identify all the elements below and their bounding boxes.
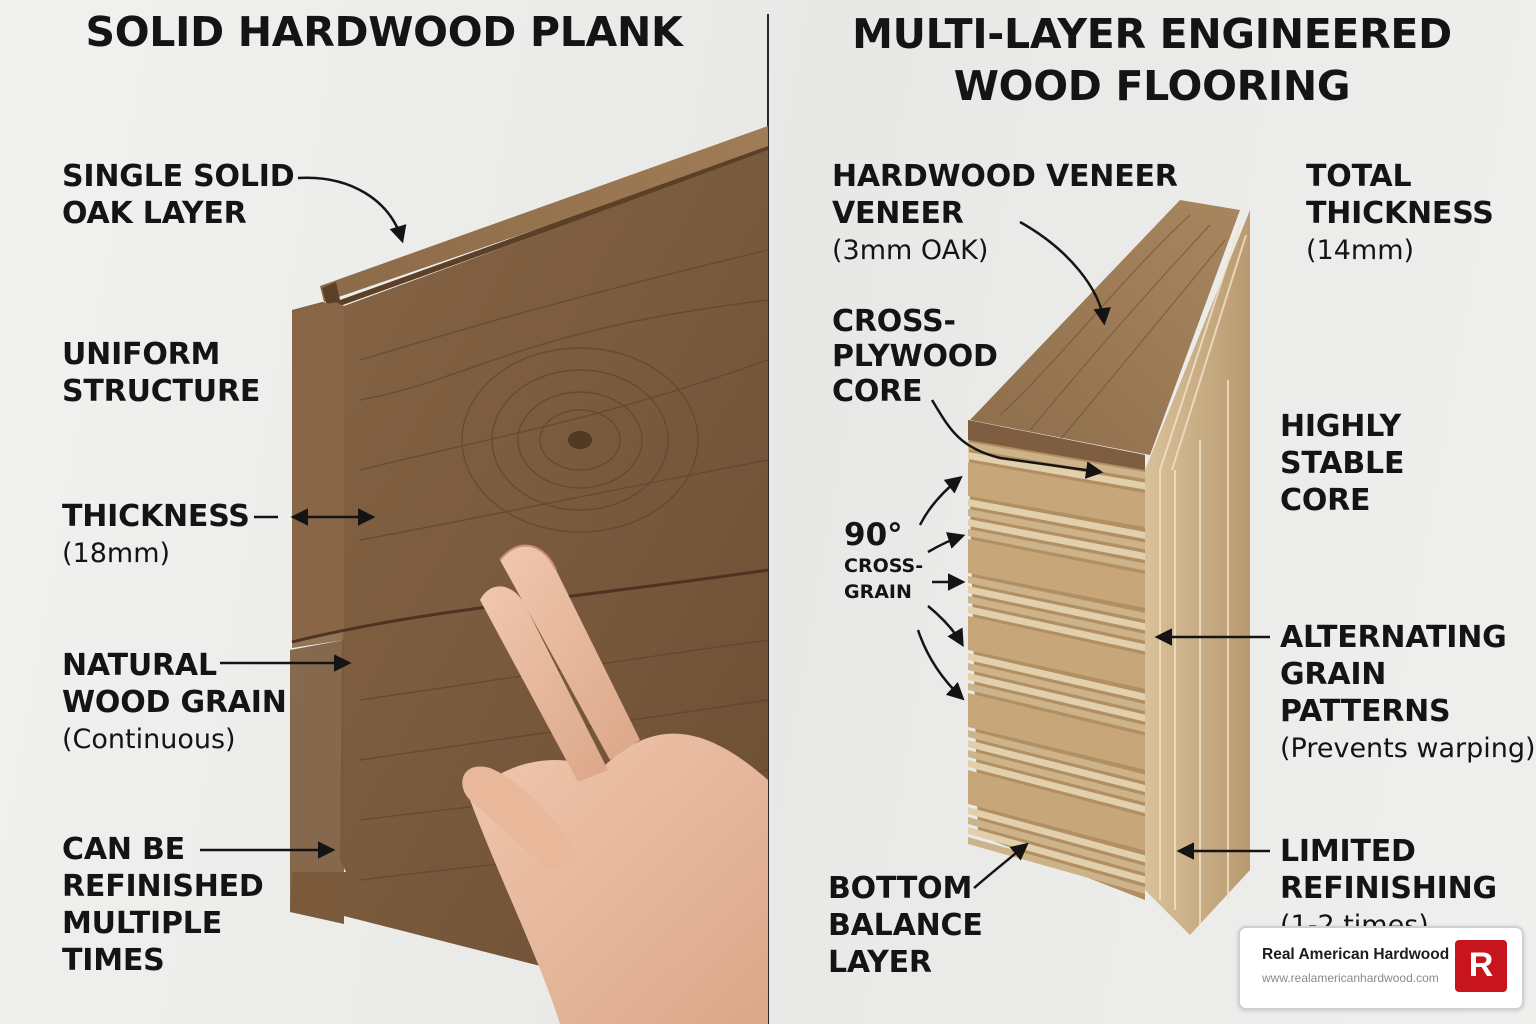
label-stable-core: HIGHLY STABLE CORE — [1280, 409, 1405, 518]
ply-layer — [968, 452, 1145, 490]
ply-layer — [968, 529, 1145, 571]
hand — [462, 544, 768, 1024]
arrow-core — [930, 399, 1104, 479]
label-bottom-balance: BOTTOM BALANCE LAYER — [828, 871, 983, 980]
label-uniform-structure: UNIFORM STRUCTURE — [62, 337, 261, 409]
right-arrows — [916, 220, 1270, 889]
plank-end — [292, 302, 344, 648]
block-side — [1145, 210, 1250, 935]
label-alternating: ALTERNATING GRAIN PATTERNS (Prevents war… — [1280, 620, 1536, 764]
ply-layer — [968, 462, 1145, 528]
arrow-veneer — [1019, 220, 1111, 326]
engineered-block — [968, 200, 1250, 935]
left-title: SOLID HARDWOOD PLANK — [85, 8, 683, 56]
ply-layer — [968, 663, 1145, 712]
ply-layer — [968, 740, 1145, 792]
ply-layer — [968, 539, 1145, 608]
finger-index — [500, 545, 640, 760]
ply-layer — [968, 683, 1145, 733]
label-total-thickness: TOTAL THICKNESS (14mm) — [1306, 159, 1494, 266]
plank-groove — [322, 146, 768, 310]
arrow-cross-5 — [916, 629, 965, 701]
ply-layer — [968, 616, 1145, 689]
ply-layer — [968, 807, 1145, 863]
ply-layer — [968, 770, 1145, 851]
brand-logo-icon: R — [1455, 940, 1507, 992]
arrow-cross-1 — [918, 475, 963, 526]
brand-badge[interactable]: Real American Hardwood www.realamericanh… — [1238, 926, 1524, 1010]
ply-layer — [968, 606, 1145, 652]
ply-layer — [968, 596, 1145, 641]
label-veneer: HARDWOOD VENEER VENEER (3mm OAK) — [832, 159, 1178, 266]
label-thickness: THICKNESS (18mm) — [62, 499, 250, 569]
label-cross-plywood-core: CROSS- PLYWOOD CORE — [832, 304, 998, 409]
arrow-bottom — [973, 842, 1029, 889]
ply-layer — [968, 750, 1145, 803]
hand-palm — [470, 733, 768, 1024]
brand-url[interactable]: www.realamericanhardwood.com — [1262, 971, 1439, 985]
ply-layer — [968, 693, 1145, 770]
ply-layer — [968, 586, 1145, 631]
left-arrows — [200, 176, 407, 859]
ply-layer — [968, 653, 1145, 701]
finger-middle — [480, 586, 608, 782]
ply-layer — [968, 827, 1145, 884]
label-single-solid: SINGLE SOLID OAK LAYER — [62, 159, 295, 231]
ply-layer — [968, 499, 1145, 539]
ply-layer — [968, 509, 1145, 550]
plank-end-lower — [290, 640, 344, 916]
ply-layer — [968, 673, 1145, 722]
ply-layer — [968, 730, 1145, 782]
veneer-top — [970, 200, 1240, 455]
ply-layer — [968, 760, 1145, 813]
arrow-cross-4 — [927, 605, 964, 648]
wood-knot — [568, 431, 592, 449]
label-refinish: CAN BE REFINISHED MULTIPLE TIMES — [62, 832, 264, 978]
ply-layer — [968, 817, 1145, 873]
ply-layer — [968, 519, 1145, 560]
label-cross-grain: 90° CROSS- GRAIN — [844, 517, 924, 604]
plank-top-edge — [320, 126, 768, 302]
arrow-cross-2 — [927, 532, 966, 554]
front-layers — [968, 420, 1145, 900]
label-natural-grain: NATURAL WOOD GRAIN (Continuous) — [62, 648, 287, 755]
arrow-single-solid — [297, 176, 407, 244]
brand-name: Real American Hardwood — [1262, 946, 1450, 963]
thumb — [462, 766, 580, 870]
front-veneer-strip — [968, 420, 1145, 470]
ply-layer — [968, 576, 1145, 620]
right-title: MULTI-LAYER ENGINEERED WOOD FLOORING — [852, 10, 1452, 110]
